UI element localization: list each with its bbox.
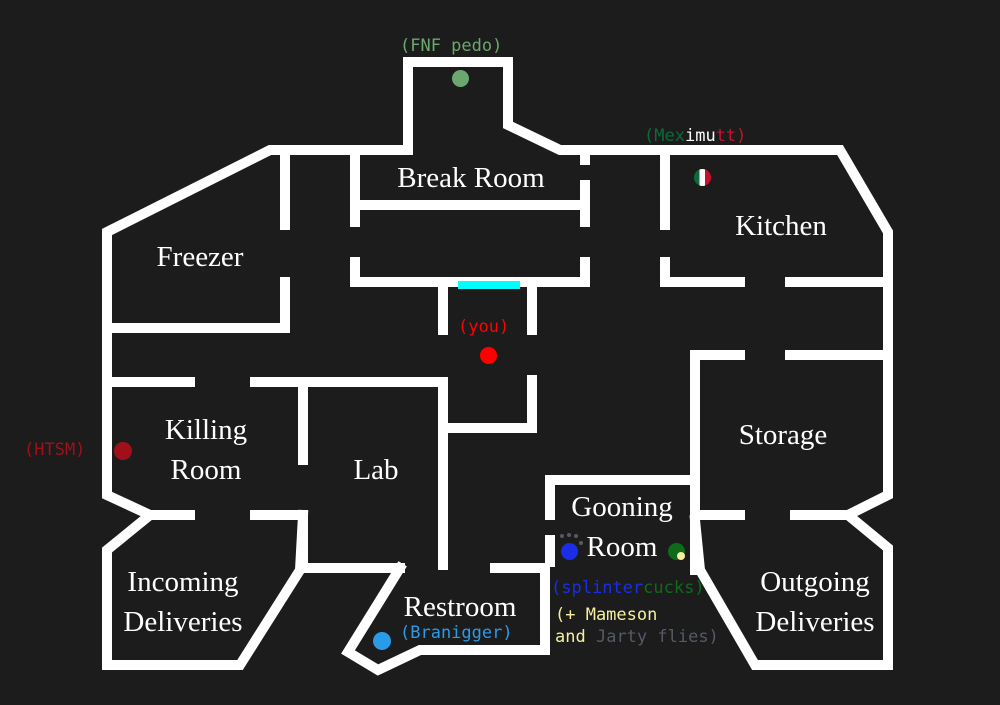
marker-label-jarty: and Jarty flies)	[555, 627, 719, 647]
marker-label-mameson: (+ Mameson	[555, 605, 658, 625]
incoming-line2: Deliveries	[123, 606, 243, 638]
player-dot-splinter	[561, 543, 578, 560]
outer-wall	[403, 57, 893, 670]
fly-dot	[567, 533, 571, 537]
marker-label-htsm: (HTSM)	[24, 440, 86, 460]
outgoing-line2: Deliveries	[755, 606, 875, 638]
killing-line2: Room	[170, 454, 242, 486]
room-label-storage: Storage	[738, 419, 828, 451]
label-part: cucks	[643, 578, 695, 598]
label-part: tt	[715, 126, 737, 146]
player-dot-meximutt-flag-icon	[694, 169, 711, 186]
label-part: Jarty flies)	[595, 627, 719, 647]
room-label-restroom: Restroom	[403, 591, 517, 623]
label-part: imu	[684, 126, 716, 146]
label-part: Mex	[654, 126, 685, 146]
room-label-kitchen: Kitchen	[735, 210, 827, 242]
outgoing-line1: Outgoing	[760, 566, 870, 598]
label-part: and	[555, 627, 586, 647]
marker-label-you: (you)	[458, 317, 510, 337]
room-label-break-room: Break Room	[397, 162, 545, 194]
marker-label-fnf: (FNF pedo)	[400, 36, 503, 56]
paren: )	[694, 578, 705, 598]
marker-label-meximutt: (Meximutt)	[644, 126, 746, 146]
killing-line1: Killing	[164, 414, 248, 446]
label-part: splinter	[561, 578, 644, 598]
gooning-line2: Room	[586, 531, 658, 563]
room-label-lab: Lab	[353, 454, 399, 486]
player-dot-htsm	[114, 442, 132, 460]
marker-label-branigger: (Branigger)	[400, 623, 513, 643]
player-dot-branigger	[373, 632, 391, 650]
fly-dot	[579, 541, 583, 545]
paren: (	[644, 126, 655, 146]
outer-wall	[102, 145, 413, 670]
paren: )	[736, 126, 747, 146]
player-dot-you	[480, 347, 497, 364]
paren: (	[551, 578, 562, 598]
room-label-freezer: Freezer	[156, 241, 244, 273]
fly-dot	[560, 534, 564, 538]
incoming-line1: Incoming	[127, 566, 239, 598]
fly-dot	[574, 534, 578, 538]
gooning-line1: Gooning	[571, 491, 673, 523]
marker-label-splintercucks: (splintercucks)	[551, 578, 705, 598]
player-dot-fnf	[452, 70, 469, 87]
player-dot-mameson	[677, 552, 685, 560]
